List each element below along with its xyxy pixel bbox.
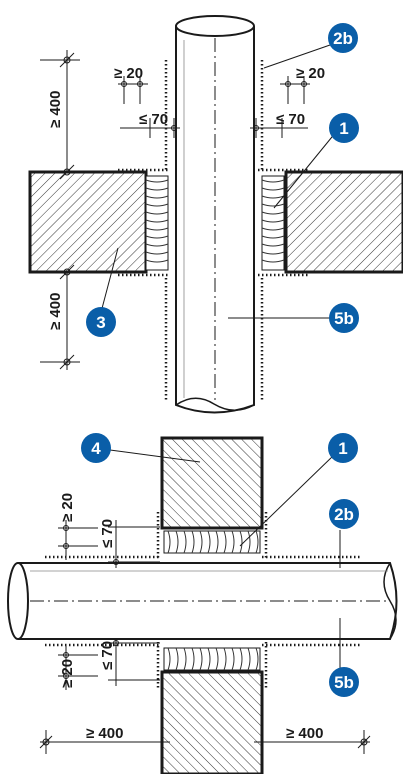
dim-le70-left-top: ≤ 70 bbox=[139, 111, 168, 128]
dim-lines-top-left bbox=[30, 50, 80, 370]
dim-ge400-right: ≥ 400 bbox=[286, 725, 323, 742]
marker-5b-top: 5b bbox=[329, 303, 359, 333]
horizontal-pipe bbox=[7, 562, 398, 640]
marker-2b-top: 2b bbox=[328, 23, 358, 53]
svg-text:2b: 2b bbox=[334, 505, 354, 524]
insulation-right bbox=[261, 175, 285, 271]
dim-ge20-upper-h: ≥ 20 bbox=[59, 493, 76, 522]
svg-text:2b: 2b bbox=[333, 29, 353, 48]
svg-text:5b: 5b bbox=[334, 309, 354, 328]
dim-le70-lower-h: ≤ 70 bbox=[99, 641, 116, 670]
vertical-pipe bbox=[175, 15, 255, 414]
svg-text:1: 1 bbox=[338, 439, 347, 458]
wall-upper bbox=[160, 436, 264, 530]
sleeve-dotted-top bbox=[118, 60, 310, 400]
leaders-bottom bbox=[109, 449, 341, 672]
slab-left bbox=[28, 170, 148, 274]
marker-1-top: 1 bbox=[329, 113, 359, 143]
bottom-drawing: ≥ 20 ≤ 70 ≥ 20 ≤ 70 ≥ 400 ≥ 400 4 1 2b 5… bbox=[7, 433, 398, 774]
dim-ge20-left-top: ≥ 20 bbox=[114, 65, 143, 82]
svg-text:1: 1 bbox=[339, 119, 348, 138]
slab-right bbox=[284, 170, 403, 274]
marker-5b-bottom: 5b bbox=[329, 667, 359, 697]
marker-2b-bottom: 2b bbox=[329, 499, 359, 529]
insulation-upper bbox=[163, 530, 261, 554]
marker-4: 4 bbox=[81, 433, 111, 463]
dim-lines-bottom bbox=[39, 520, 371, 754]
svg-text:4: 4 bbox=[91, 439, 101, 458]
dim-ge400-left: ≥ 400 bbox=[86, 725, 123, 742]
insulation-left bbox=[145, 175, 169, 271]
dim-lines-top-gaps bbox=[118, 76, 310, 138]
dim-ge20-right-top: ≥ 20 bbox=[296, 65, 325, 82]
marker-3: 3 bbox=[86, 307, 116, 337]
dim-le70-right-top: ≤ 70 bbox=[276, 111, 305, 128]
leaders-top bbox=[99, 44, 337, 319]
marker-1-bottom: 1 bbox=[328, 433, 358, 463]
wall-lower bbox=[160, 670, 264, 774]
svg-text:3: 3 bbox=[96, 313, 105, 332]
sleeve-dotted-bottom bbox=[45, 512, 360, 690]
dim-ge400-lower: ≥ 400 bbox=[47, 293, 64, 330]
insulation-lower bbox=[163, 647, 261, 671]
top-drawing: ≥ 20 ≥ 20 ≤ 70 ≤ 70 ≥ 400 ≥ 400 2b 1 3 5… bbox=[28, 15, 403, 414]
dim-ge20-lower-h: ≥ 20 bbox=[59, 659, 76, 688]
dim-le70-upper-h: ≤ 70 bbox=[99, 519, 116, 548]
dim-ge400-upper: ≥ 400 bbox=[47, 91, 64, 128]
svg-text:5b: 5b bbox=[334, 673, 354, 692]
